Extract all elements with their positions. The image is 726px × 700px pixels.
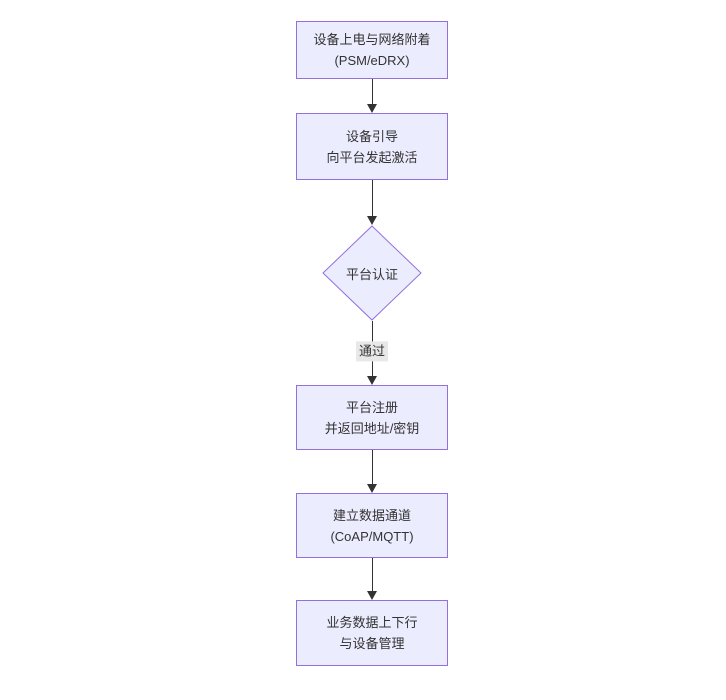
arrowhead-icon [367,104,377,113]
edge-arrow [362,180,382,225]
edge-arrow-pass: 通过 [355,321,389,385]
node-label-line: 平台认证 [345,266,398,282]
arrowhead-icon [367,216,377,225]
node-label-line: 设备引导 [345,128,398,144]
flowchart-column: 设备上电与网络附着 (PSM/eDRX) 设备引导 向平台发起激活 平台认证 [296,21,448,666]
node-label-line: (CoAP/MQTT) [330,528,414,544]
arrowhead-icon [367,591,377,600]
arrowhead-icon [367,484,377,493]
edge-arrow [362,558,382,600]
edge-line [371,180,373,216]
node-device-power-attach: 设备上电与网络附着 (PSM/eDRX) [296,21,448,79]
node-label-line: (PSM/eDRX) [334,53,410,68]
edge-label-pass: 通过 [355,341,389,362]
node-label-line: 平台注册 [345,399,398,415]
node-label-line: 业务数据上下行 [326,615,418,630]
node-device-bootstrap: 设备引导 向平台发起激活 [296,113,448,180]
node-label-line: 建立数据通道 [332,507,411,523]
node-label-line: 向平台发起激活 [326,149,418,165]
node-business-data: 业务数据上下行 与设备管理 [296,600,448,666]
edge-line [371,450,373,484]
node-label-line: 设备上电与网络附着 [313,32,431,47]
edge-arrow [362,79,382,113]
diamond-shape [322,225,422,321]
edge-arrow [362,450,382,493]
node-label-line: 与设备管理 [339,636,405,651]
node-label-line: 并返回地址/密钥 [324,420,420,436]
node-platform-auth-decision: 平台认证 [322,225,422,321]
edge-line [371,79,373,104]
node-data-channel: 建立数据通道 (CoAP/MQTT) [296,493,448,558]
node-platform-register: 平台注册 并返回地址/密钥 [296,385,448,450]
arrowhead-icon [367,376,377,385]
edge-line [371,558,373,591]
